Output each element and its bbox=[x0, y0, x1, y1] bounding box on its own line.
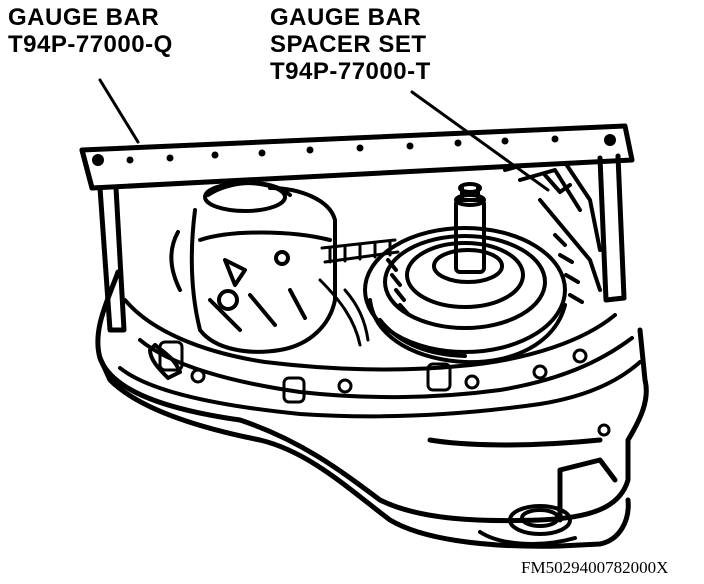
figure-code: FM5029400782000X bbox=[521, 558, 669, 577]
gauge-bar-label-line1: GAUGE BAR bbox=[8, 4, 160, 31]
bottom-bearings bbox=[478, 504, 577, 546]
leader-spacer-set bbox=[410, 90, 550, 192]
drive-chain bbox=[318, 238, 400, 347]
clutch-drum-assembly bbox=[363, 226, 584, 365]
spacer-set-label-line1: GAUGE BAR bbox=[270, 4, 422, 31]
gauge-bar-label-line2: T94P-77000-Q bbox=[8, 31, 173, 58]
spacer-set-label-line3: T94P-77000-T bbox=[270, 58, 431, 85]
spacer-set-label-line2: SPACER SET bbox=[270, 31, 427, 58]
differential-housing bbox=[148, 181, 337, 380]
transaxle-case bbox=[95, 269, 649, 549]
gauge-bar-spacer-set bbox=[503, 153, 602, 292]
gauge-bar bbox=[79, 123, 635, 333]
spacer-set-label: GAUGE BAR SPACER SET T94P-77000-T bbox=[270, 4, 431, 85]
gauge-bar-label: GAUGE BAR T94P-77000-Q bbox=[8, 4, 173, 58]
gauge-bar-holes bbox=[92, 134, 616, 166]
input-shaft bbox=[454, 182, 486, 274]
flange-bolt-bosses bbox=[158, 340, 611, 437]
case-flange bbox=[118, 298, 642, 419]
leader-gauge-bar bbox=[98, 78, 140, 144]
leader-lines bbox=[98, 78, 550, 192]
